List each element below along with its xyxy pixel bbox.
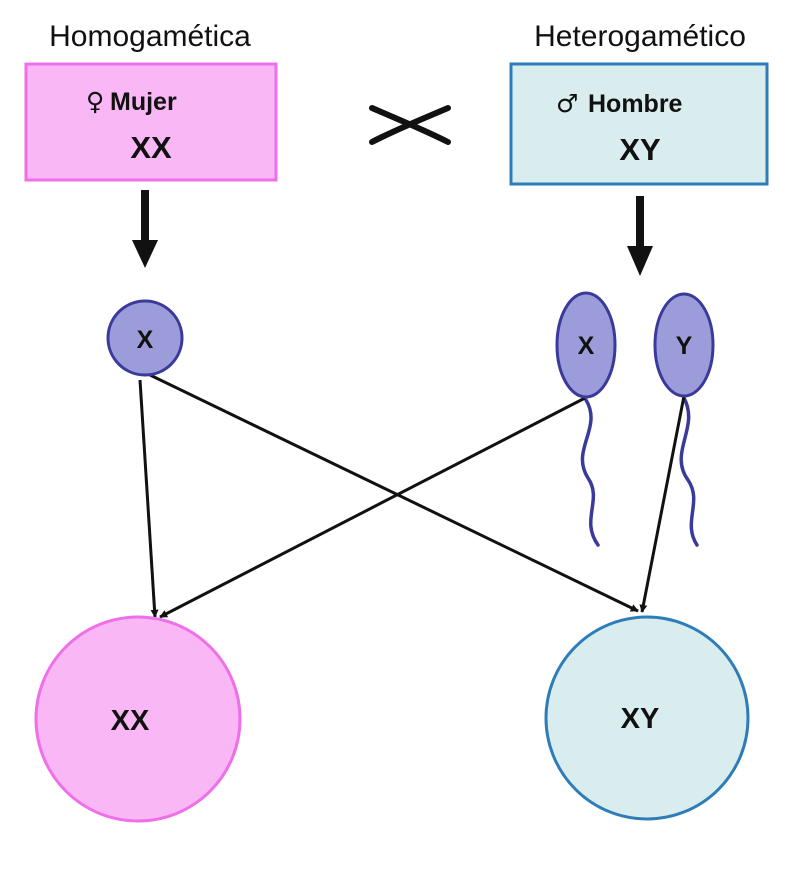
female-parent-box: ♀ Mujer XX (24, 62, 278, 182)
female-heading: Homogamética (49, 20, 251, 53)
female-offspring: XX (34, 615, 242, 823)
female-down-arrow-icon (132, 190, 158, 268)
sperm-x-label: X (578, 332, 595, 360)
female-parent-rect (24, 62, 278, 182)
sperm-y-label: Y (676, 332, 693, 360)
sperm-x-tail-icon (580, 398, 600, 547)
male-heading: Heterogamético (534, 20, 746, 53)
egg-gamete: X (106, 299, 184, 377)
fertilization-lines (138, 373, 686, 619)
sperm-y-gamete: Y (653, 292, 715, 398)
female-offspring-label: XX (111, 705, 150, 737)
male-parent-box: ♂ Hombre XY (509, 62, 769, 186)
sperm-x-gamete: X (555, 291, 617, 399)
male-down-arrow-icon (627, 196, 653, 276)
male-karyotype: XY (619, 132, 661, 167)
female-label: Mujer (110, 88, 177, 116)
male-parent-rect (509, 62, 769, 186)
egg-gamete-label: X (137, 326, 154, 354)
male-offspring: XY (544, 615, 750, 821)
sperm-y-tail-icon (679, 396, 699, 547)
male-symbol-icon: ♂ (556, 89, 578, 118)
female-symbol-icon: ♀ (86, 87, 104, 116)
male-label: Hombre (588, 90, 683, 118)
x-cross-icon (369, 105, 451, 145)
female-karyotype: XX (130, 130, 172, 165)
male-offspring-label: XY (621, 703, 660, 735)
